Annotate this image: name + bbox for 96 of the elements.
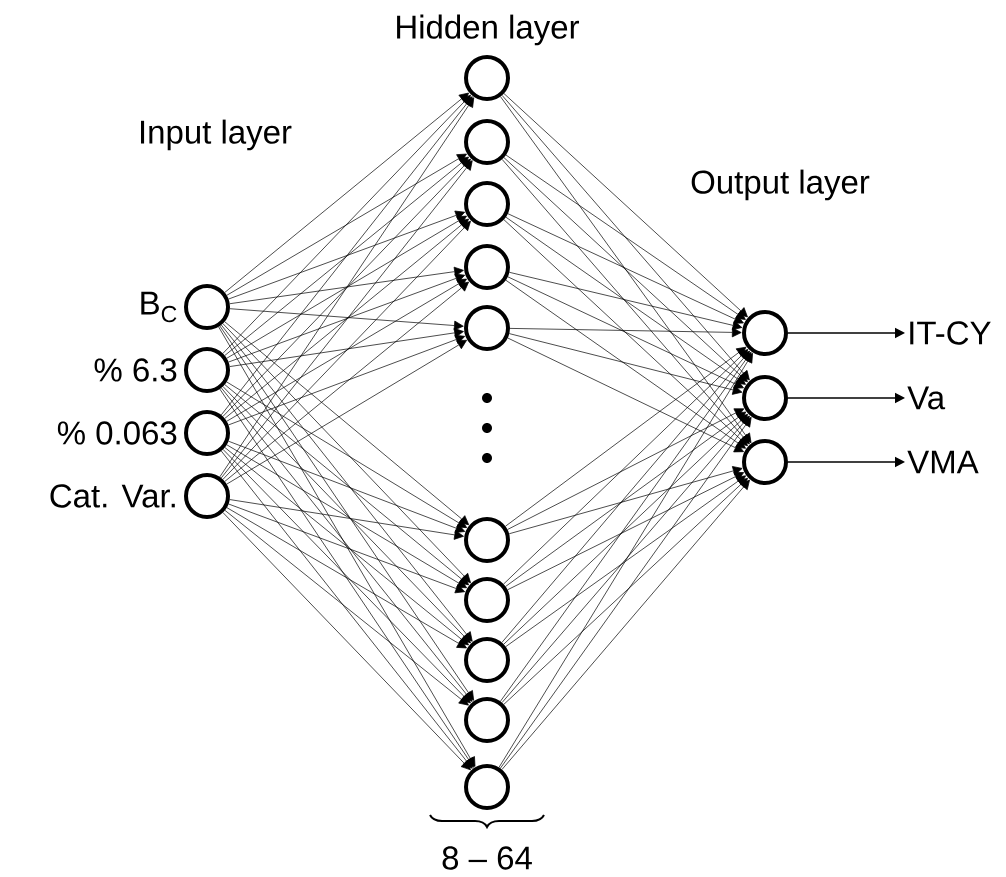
arrow — [229, 499, 464, 540]
arrow — [509, 327, 742, 338]
neuron-circle — [464, 181, 510, 227]
input-label: % 6.3 — [94, 358, 177, 382]
neuron-circle — [464, 55, 510, 101]
arrow — [508, 466, 743, 535]
arrow — [219, 97, 475, 478]
arrow — [507, 276, 744, 389]
arrow — [501, 95, 750, 381]
layer-label: Hidden layer — [397, 14, 579, 46]
arrow — [503, 93, 748, 318]
input-label: % 0.063 — [57, 421, 177, 445]
arrow — [505, 411, 747, 587]
arrow — [222, 449, 471, 704]
arrow — [509, 271, 743, 331]
neuron-circle — [742, 375, 788, 421]
arrow — [229, 266, 464, 305]
arrow — [503, 157, 748, 383]
arrow — [219, 325, 474, 701]
neuron-circle — [184, 347, 230, 393]
arrow — [503, 349, 749, 585]
arrow — [226, 153, 467, 296]
arrow — [501, 479, 750, 770]
arrow — [503, 477, 748, 705]
layer-label: Output layer — [691, 169, 870, 201]
layer-label: Input layer — [141, 119, 292, 151]
neuron-circle — [184, 473, 230, 519]
arrow — [224, 281, 469, 482]
arrow — [501, 350, 750, 643]
neuron-circle — [464, 305, 510, 351]
layer-label: 8 – 64 — [442, 846, 532, 870]
arrow — [226, 381, 468, 528]
neuron-circle — [464, 244, 510, 290]
input-label: Cat. Var. — [50, 484, 175, 508]
neuron-circle — [464, 119, 510, 165]
arrow — [222, 323, 471, 584]
arrow — [505, 475, 746, 647]
arrow — [229, 328, 464, 367]
arrow — [505, 154, 746, 320]
neuron-circle — [184, 284, 230, 330]
neuron-circle — [742, 439, 788, 485]
neuron-circle — [184, 410, 230, 456]
arrow — [220, 450, 473, 769]
arrow — [500, 96, 752, 444]
neuron-circle — [464, 577, 510, 623]
arrow — [498, 352, 753, 768]
arrow — [226, 507, 467, 649]
arrow — [220, 96, 473, 416]
arrow — [229, 308, 464, 331]
arrow — [501, 159, 750, 445]
arrow — [220, 160, 473, 479]
arrow — [228, 440, 466, 533]
arrow — [222, 220, 471, 480]
neuron-circle — [464, 697, 510, 743]
arrow — [226, 278, 467, 422]
output-label: Va — [907, 386, 946, 410]
arrow — [220, 324, 473, 642]
arrow — [224, 156, 469, 356]
arrow — [505, 346, 747, 527]
arrow — [228, 273, 466, 363]
arrow — [508, 333, 743, 395]
arrow — [505, 279, 746, 449]
arrow — [224, 384, 469, 586]
arrow — [500, 351, 752, 702]
arrow — [224, 321, 470, 526]
arrow — [228, 503, 466, 594]
arrow — [507, 213, 744, 324]
arrow — [505, 216, 746, 385]
arrow — [224, 447, 469, 646]
neuron-circle — [464, 637, 510, 683]
arrow — [507, 472, 745, 591]
arrow — [221, 387, 473, 702]
arrow — [226, 339, 467, 485]
arrow — [503, 219, 748, 447]
arrow — [500, 416, 752, 769]
arrow — [228, 210, 466, 300]
arrow — [222, 386, 471, 644]
arrow — [226, 444, 467, 589]
arrow — [507, 408, 745, 530]
arrow — [224, 218, 469, 419]
arrow — [224, 92, 469, 293]
neuron-circle — [464, 764, 510, 810]
arrow — [222, 512, 471, 771]
arrow — [226, 215, 467, 359]
output-label: VMA — [907, 450, 979, 474]
arrow — [222, 94, 471, 354]
arrow — [228, 334, 466, 426]
input-label: B$_{C}$ — [141, 291, 177, 323]
arrow — [503, 413, 749, 645]
neuron-circle — [464, 517, 510, 563]
arrow — [507, 337, 744, 453]
arrow — [224, 510, 469, 706]
arrow — [222, 158, 471, 417]
output-label: IT-CY — [910, 321, 991, 345]
neuron-circle — [742, 310, 788, 356]
arrow — [501, 415, 750, 703]
